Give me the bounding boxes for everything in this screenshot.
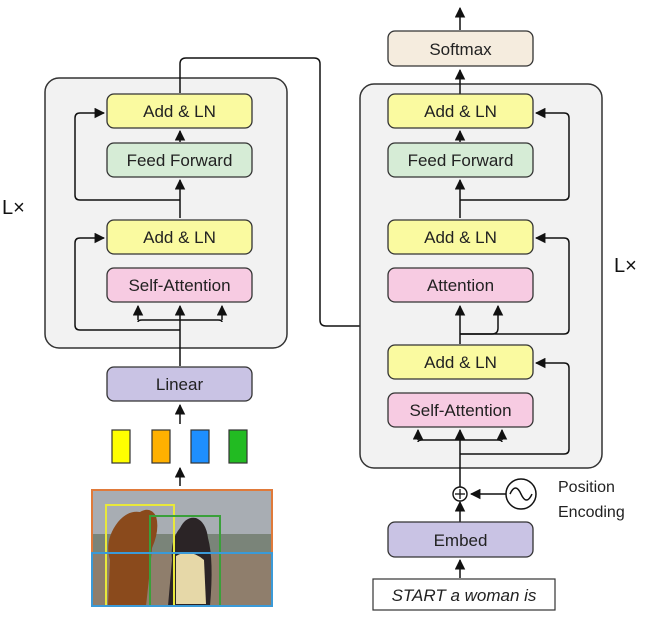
feature-vectors <box>111 429 248 464</box>
decoder-self-attention: Self-Attention <box>387 392 534 428</box>
decoder-add-ln-top-label: Add & LN <box>424 102 497 121</box>
encoder-self-attention-label: Self-Attention <box>128 276 230 295</box>
linear-label: Linear <box>156 375 204 394</box>
encoder-add-ln-top: Add & LN <box>106 93 253 129</box>
image-bounding-boxes <box>91 489 273 607</box>
decoder-add-ln-mid: Add & LN <box>387 219 534 255</box>
encoder-add-ln-top-label: Add & LN <box>143 102 216 121</box>
decoder-feed-forward: Feed Forward <box>387 142 534 178</box>
feature-vector <box>190 429 210 464</box>
decoder-attention: Attention <box>387 267 534 303</box>
encoder-self-attention: Self-Attention <box>106 267 253 303</box>
encoder-repeat-label: L× <box>2 197 25 219</box>
bounding-box <box>91 552 273 607</box>
feature-vector <box>151 429 171 464</box>
embed-box: Embed <box>387 521 534 558</box>
embed-label: Embed <box>434 531 488 550</box>
encoder-add-ln-bottom-label: Add & LN <box>143 228 216 247</box>
encoder-feed-forward: Feed Forward <box>106 142 253 178</box>
decoder-feed-forward-label: Feed Forward <box>408 151 514 170</box>
softmax-box: Softmax <box>387 30 534 67</box>
position-encoding-label-1: Position <box>558 479 615 496</box>
position-encoding-label-2: Encoding <box>558 504 625 521</box>
decoder-add-ln-bottom: Add & LN <box>387 344 534 380</box>
sine-wave-icon <box>505 478 537 510</box>
input-text-label: START a woman is <box>392 586 537 605</box>
feature-vector <box>228 429 248 464</box>
decoder-connectors <box>412 6 570 578</box>
input-text-box: START a woman is <box>372 578 556 611</box>
encoder-add-ln-bottom: Add & LN <box>106 219 253 255</box>
decoder-attention-label: Attention <box>427 276 494 295</box>
feature-vector <box>111 429 131 464</box>
plus-icon <box>452 486 468 502</box>
decoder-repeat-label: L× <box>614 255 637 277</box>
decoder-add-ln-bottom-label: Add & LN <box>424 353 497 372</box>
decoder-add-ln-mid-label: Add & LN <box>424 228 497 247</box>
decoder-add-ln-top: Add & LN <box>387 93 534 129</box>
encoder-feed-forward-label: Feed Forward <box>127 151 233 170</box>
decoder-self-attention-label: Self-Attention <box>409 401 511 420</box>
input-image <box>92 490 272 606</box>
softmax-label: Softmax <box>429 40 492 59</box>
horse-shape <box>108 509 158 606</box>
linear-box: Linear <box>106 366 253 402</box>
